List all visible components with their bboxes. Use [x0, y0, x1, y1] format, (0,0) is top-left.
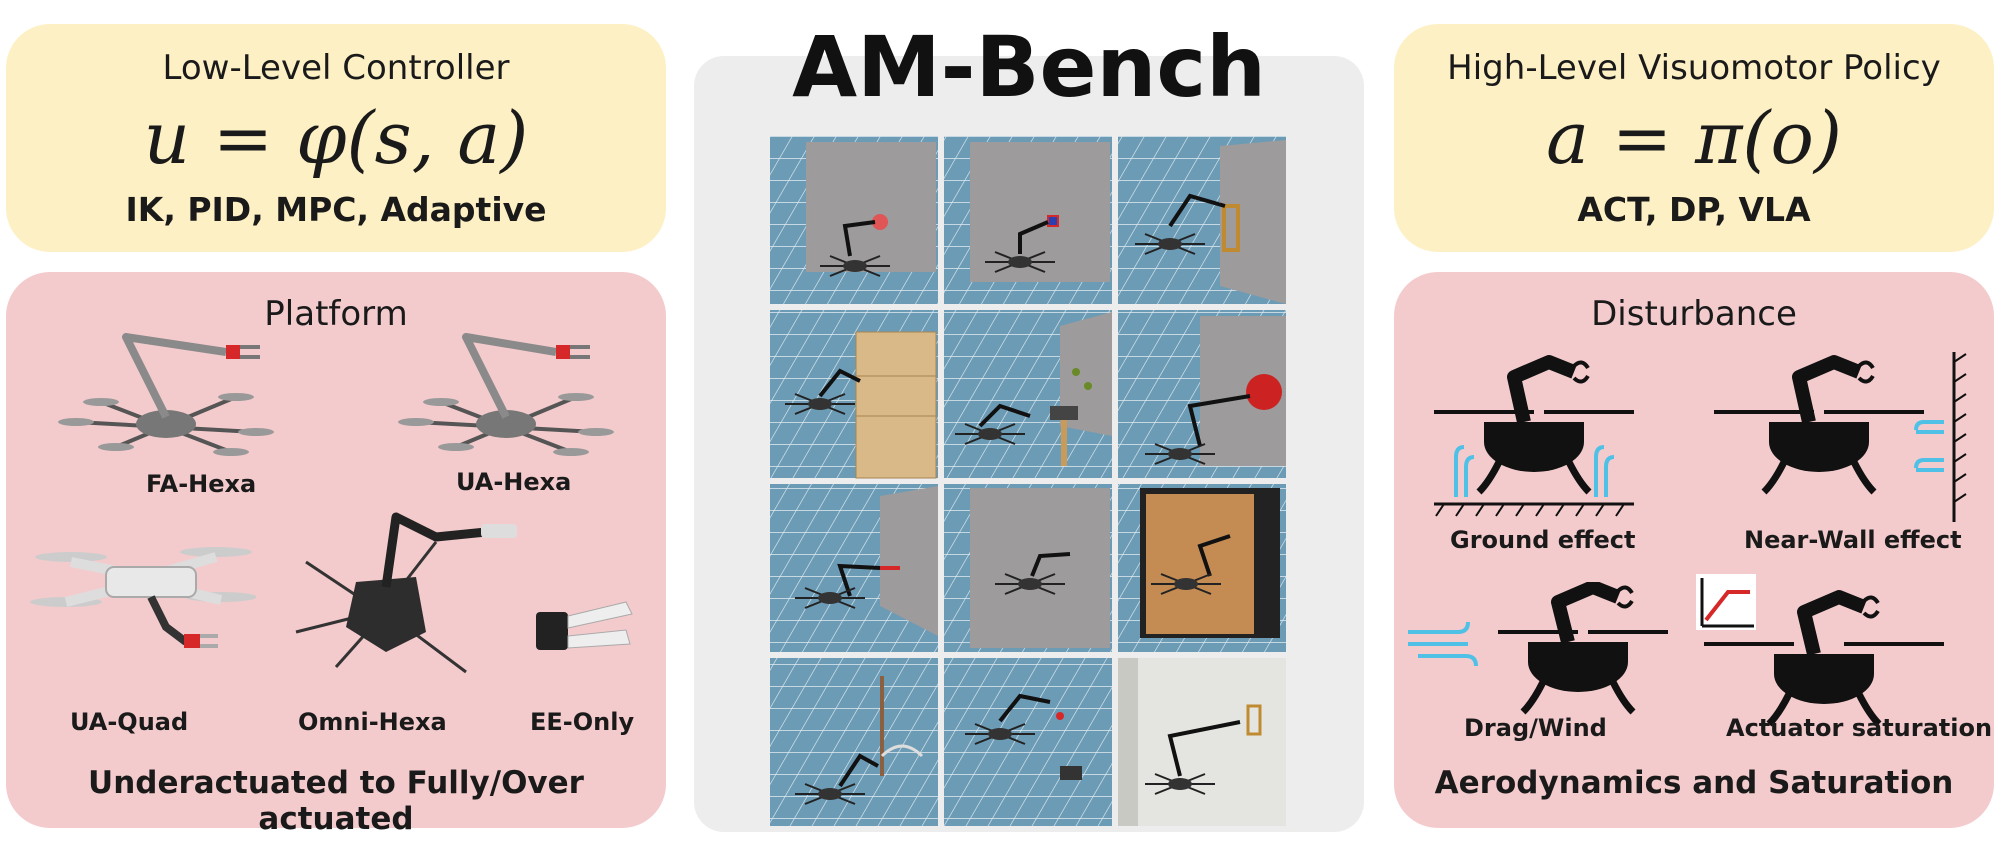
ua-hexa-drone-illustration [398, 333, 614, 456]
disturbance-panel: Disturbance Ground effect Near-Wall effe… [1394, 272, 1994, 828]
platform-panel: Platform FA-Hexa UA-Hexa UA-Quad [6, 272, 666, 837]
fa-hexa-drone-illustration [58, 333, 274, 456]
near-wall-effect-label: Near-Wall effect [1744, 526, 1962, 554]
disturbance-caption: Aerodynamics and Saturation [1434, 765, 1954, 801]
task-cell-5 [944, 310, 1112, 478]
platform-heading: Platform [264, 294, 408, 334]
task-cell-4 [770, 310, 938, 479]
near-wall-effect-icon [1714, 352, 1967, 522]
omni-hexa-drone-illustration [295, 512, 517, 674]
task-cell-3 [1118, 136, 1286, 304]
ua-quad-drone-illustration [30, 547, 256, 648]
policy-methods: ACT, DP, VLA [1577, 190, 1811, 229]
task-grid-image [770, 136, 1286, 826]
controller-heading: Low-Level Controller [162, 48, 510, 88]
drag-wind-icon [1408, 582, 1668, 715]
task-grid [770, 136, 1286, 826]
task-cell-12 [1118, 658, 1286, 826]
policy-panel: High-Level Visuomotor Policy a = π(o) AC… [1394, 24, 1994, 252]
ua-quad-label: UA-Quad [70, 708, 189, 736]
benchmark-title: AM-Bench [792, 18, 1266, 116]
task-cell-8 [944, 484, 1112, 652]
policy-equation: a = π(o) [1546, 96, 1842, 180]
task-cell-11 [944, 658, 1112, 826]
ground-effect-icon [1434, 355, 1634, 517]
controller-panel: Low-Level Controller u = φ(s, a) IK, PID… [6, 24, 666, 252]
fa-hexa-label: FA-Hexa [146, 470, 257, 498]
omni-hexa-label: Omni-Hexa [298, 708, 447, 736]
ground-effect-label: Ground effect [1450, 526, 1636, 554]
drag-wind-label: Drag/Wind [1464, 714, 1607, 742]
ee-only-label: EE-Only [530, 708, 635, 736]
ua-hexa-label: UA-Hexa [456, 468, 572, 496]
actuator-saturation-label: Actuator saturation [1726, 714, 1993, 742]
controller-methods: IK, PID, MPC, Adaptive [125, 190, 547, 229]
task-cell-9 [1118, 484, 1286, 652]
platform-caption: Underactuated to Fully/Over actuated [88, 765, 584, 837]
task-cell-7 [770, 484, 938, 652]
actuator-saturation-icon [1696, 574, 1944, 727]
task-cell-10 [770, 658, 938, 826]
disturbance-heading: Disturbance [1591, 294, 1797, 334]
task-cell-6 [1118, 310, 1286, 478]
controller-equation: u = φ(s, a) [143, 96, 529, 180]
task-cell-1 [770, 136, 938, 304]
ee-only-gripper-illustration [536, 601, 633, 650]
task-cell-2 [944, 136, 1112, 304]
policy-heading: High-Level Visuomotor Policy [1447, 48, 1941, 88]
